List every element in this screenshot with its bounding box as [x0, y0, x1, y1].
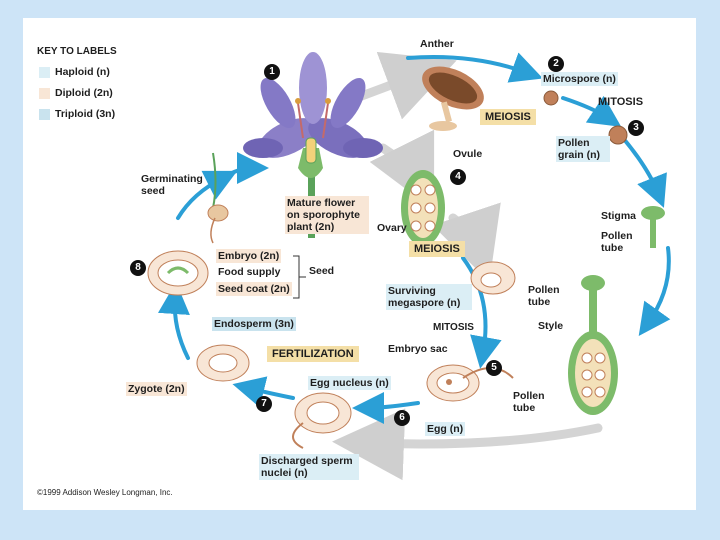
- embryo-sac-label: Embryo sac: [388, 343, 448, 355]
- megaspore-illustration: [470, 261, 516, 295]
- diagram-panel: KEY TO LABELS Haploid (n) Diploid (2n) T…: [23, 18, 696, 510]
- step-5-badge: 5: [486, 360, 502, 376]
- pistil-illustration: [568, 206, 665, 415]
- anther-illustration: [422, 66, 484, 131]
- microspore-label: Microspore (n): [541, 72, 618, 86]
- egg-nucleus-label: Egg nucleus (n): [308, 376, 391, 390]
- pollen-grain-illustration: [608, 125, 628, 145]
- mitosis-top-label: MITOSIS: [598, 96, 644, 108]
- ovary-label: Ovary: [377, 222, 407, 234]
- stigma-label: Stigma: [601, 210, 637, 222]
- step-7-badge: 7: [256, 396, 272, 412]
- key-diploid-swatch: [39, 88, 50, 99]
- key-title: KEY TO LABELS: [37, 46, 117, 57]
- egg-label: Egg (n): [425, 422, 466, 436]
- step-8-badge: 8: [130, 260, 146, 276]
- pollen-grain-label: Pollen grain (n): [556, 136, 610, 162]
- life-cycle-artwork: [147, 51, 671, 481]
- microspore-illustration: [543, 90, 559, 106]
- step-3-badge: 3: [628, 120, 644, 136]
- copyright-text: ©1999 Addison Wesley Longman, Inc.: [37, 488, 173, 497]
- zygote-label: Zygote (2n): [126, 382, 187, 396]
- key-triploid-swatch: [39, 109, 50, 120]
- fertilization-band: FERTILIZATION: [267, 346, 359, 362]
- cycle-arrows: [157, 52, 671, 424]
- step-6-badge: 6: [394, 410, 410, 426]
- step-4-badge: 4: [450, 169, 466, 185]
- germinating-seed-label: Germinating seed: [141, 173, 203, 197]
- anther-label: Anther: [420, 38, 454, 50]
- key-diploid-label: Diploid (2n): [55, 87, 113, 99]
- mitosis-mid-label: MITOSIS: [433, 322, 474, 333]
- ovule-illustration: [401, 170, 445, 246]
- fertilization-illustration: [292, 392, 352, 449]
- germinating-seed-illustration: [207, 152, 229, 244]
- discharged-sperm-label: Discharged sperm nuclei (n): [259, 454, 359, 480]
- key-haploid-swatch: [39, 67, 50, 78]
- style-label: Style: [538, 320, 564, 332]
- seed-bracket: [293, 255, 300, 299]
- step-1-badge: 1: [264, 64, 280, 80]
- meiosis-top-band: MEIOSIS: [480, 109, 536, 125]
- step-2-badge: 2: [548, 56, 564, 72]
- key-triploid-label: Triploid (3n): [55, 108, 116, 120]
- pollen-tube-bottom-label: Pollen tube: [513, 390, 545, 414]
- flower-illustration: [243, 52, 383, 238]
- key-haploid-label: Haploid (n): [55, 66, 110, 78]
- seed-coat-label: Seed coat (2n): [216, 282, 292, 296]
- pollen-tube-right-label: Pollen tube: [601, 230, 633, 254]
- meiosis-mid-band: MEIOSIS: [409, 241, 465, 257]
- mature-flower-label: Mature flower on sporophyte plant (2n): [285, 196, 369, 234]
- ovule-label: Ovule: [453, 148, 483, 160]
- surviving-megaspore-label: Surviving megaspore (n): [386, 284, 472, 310]
- pollen-tube-mid-label: Pollen tube: [528, 284, 560, 308]
- zygote-illustration: [196, 344, 250, 382]
- seed-illustration: [147, 250, 209, 296]
- embryo-label: Embryo (2n): [216, 249, 282, 263]
- embryo-sac-illustration: [426, 364, 514, 402]
- seed-label: Seed: [309, 265, 335, 277]
- endosperm-label: Endosperm (3n): [212, 317, 296, 331]
- food-supply-label: Food supply: [218, 266, 281, 278]
